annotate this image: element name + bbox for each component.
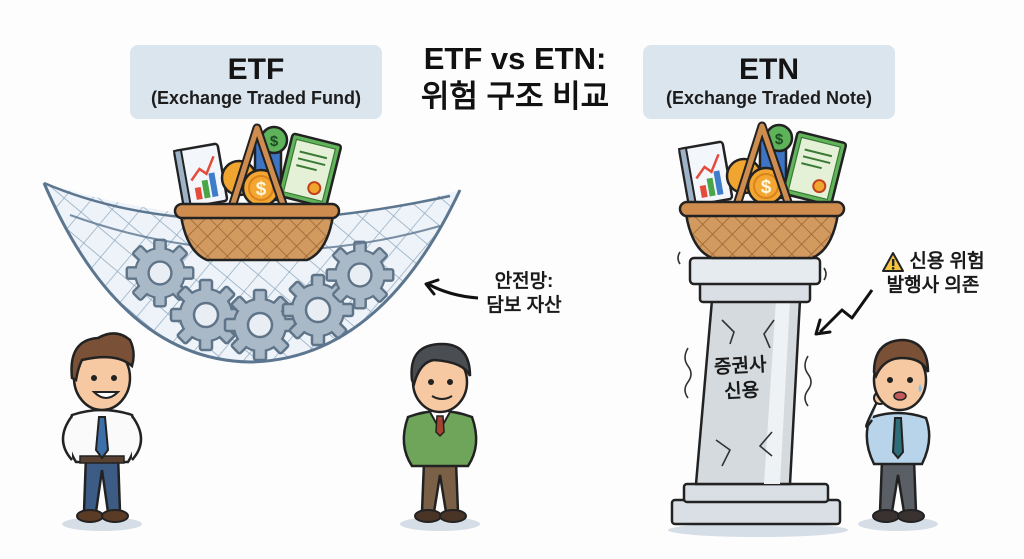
zigzag-arrow-icon [818, 289, 874, 334]
etf-label-box: ETF (Exchange Traded Fund) [130, 45, 382, 119]
arrow-icon [427, 282, 479, 300]
page-title: ETF vs ETN: 위험 구조 비교 [390, 40, 640, 116]
callout-line2: 발행사 의존 [886, 275, 980, 296]
etf-full-name: (Exchange Traded Fund) [150, 88, 362, 108]
credit-risk-callout: 신용 위험 발행사 의존 [858, 250, 1008, 298]
pillar-line2: 신용 [723, 380, 760, 403]
etn-basket [679, 125, 846, 258]
title-line2: 위험 구조 비교 [420, 79, 610, 114]
etf-basket [174, 127, 341, 260]
safety-net [42, 181, 462, 364]
safety-net-callout: 안전망: 담보 자산 [484, 270, 564, 318]
credit-pillar [668, 251, 848, 537]
etn-full-name: (Exchange Traded Note) [665, 88, 873, 108]
calm-investor [400, 342, 480, 531]
happy-investor [61, 332, 143, 531]
callout-line2: 담보 자산 [486, 295, 562, 316]
etf-abbr: ETF [227, 53, 285, 86]
callout-line1: 신용 위험 [909, 251, 985, 272]
pillar-label: 증권사 신용 [705, 352, 778, 406]
title-line1: ETF vs ETN: [423, 41, 607, 76]
etn-abbr: ETN [739, 53, 799, 86]
callout-line1: 안전망: [494, 271, 554, 292]
warning-triangle-icon [882, 252, 905, 272]
etn-label-box: ETN (Exchange Traded Note) [643, 45, 895, 119]
worried-investor [858, 338, 938, 531]
pillar-line1: 증권사 [713, 354, 768, 379]
